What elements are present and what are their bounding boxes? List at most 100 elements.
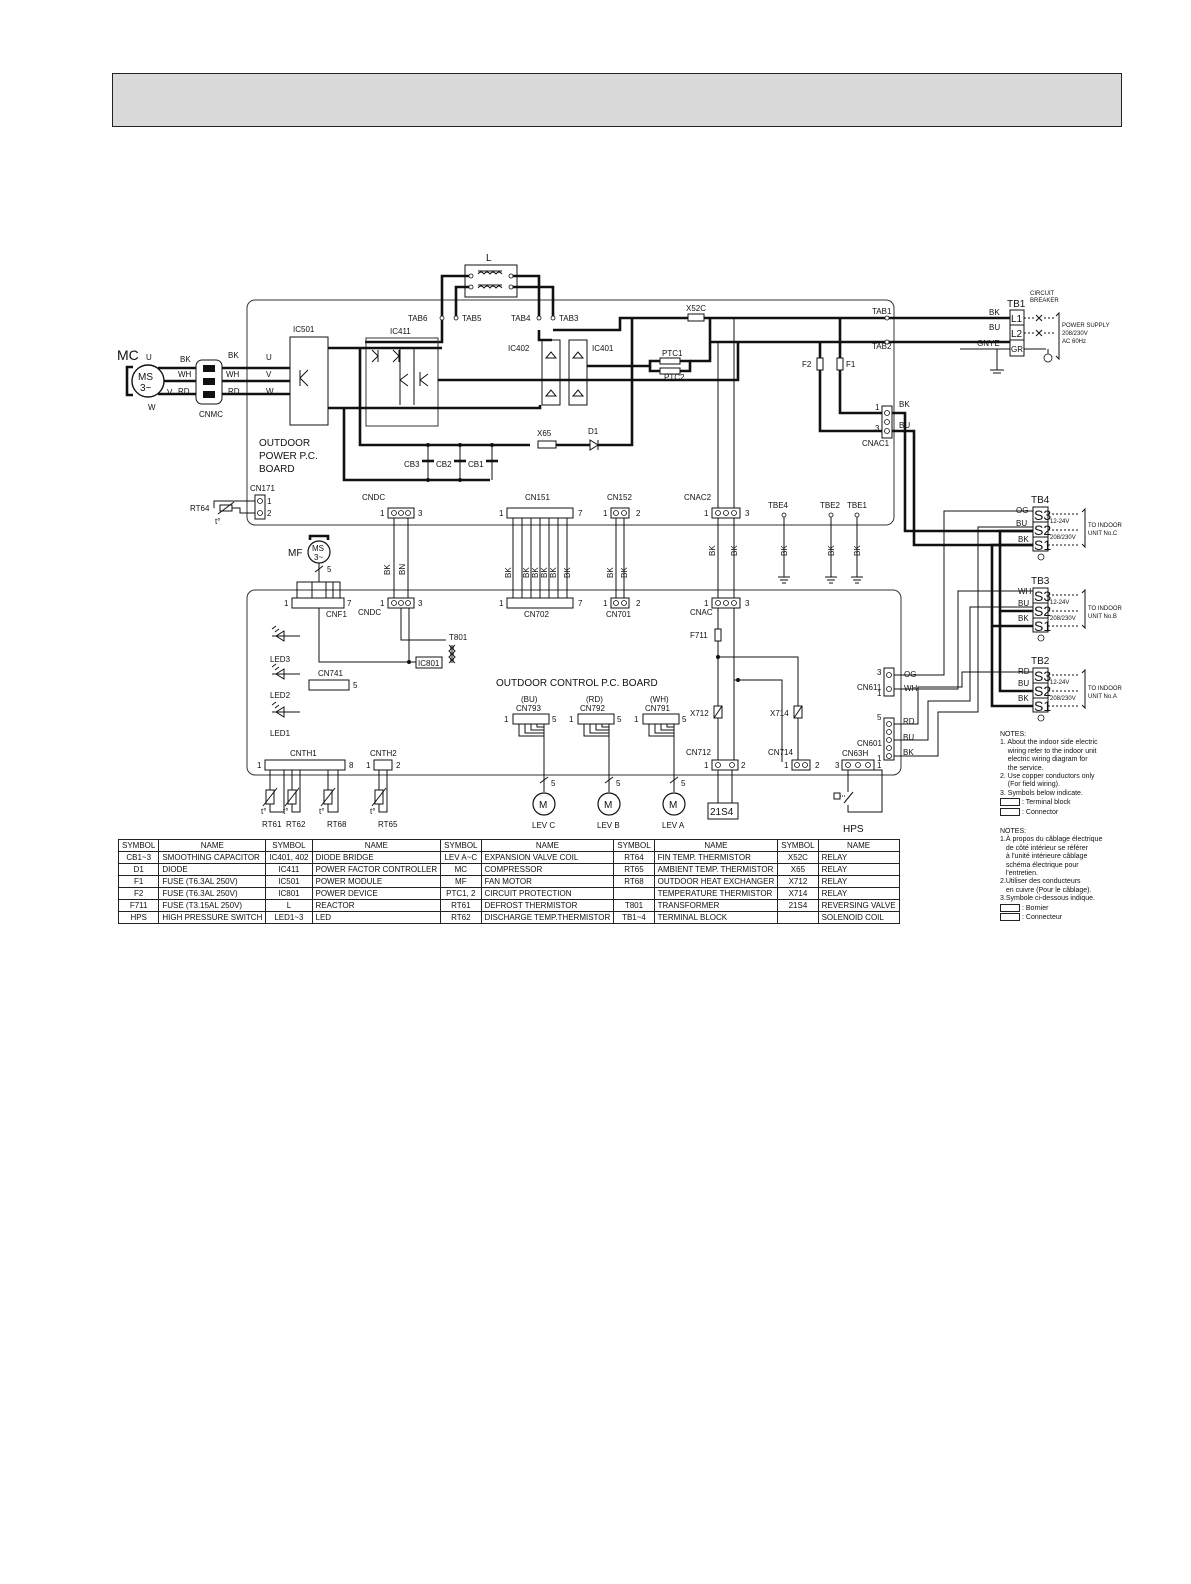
label-wh: WH <box>1018 587 1032 596</box>
label-f2: F2 <box>802 360 812 369</box>
label-ps1: POWER SUPPLY <box>1062 323 1110 329</box>
notes-title: NOTES: <box>1000 828 1027 835</box>
label-cb3: CB3 <box>404 460 420 469</box>
label-rt61: RT61 <box>262 820 282 829</box>
legend-symbol-cell: IC801 <box>265 887 313 900</box>
label-n1: 1 <box>877 689 882 698</box>
label-bk: BK <box>180 355 191 364</box>
legend-name-cell: DIODE <box>158 863 267 876</box>
legend-symbol-cell: PTC1, 2 <box>440 887 482 900</box>
label-rd-p: (RD) <box>586 695 603 704</box>
legend-symbol-cell: F711 <box>117 899 160 912</box>
note-line: en cuivre (Pour le câblage). <box>1000 886 1092 894</box>
label-to-indoor: TO INDOOR <box>1088 523 1123 529</box>
label-cn151: CN151 <box>525 493 550 502</box>
label-ptc2: PTC2 <box>664 373 685 382</box>
label-u: U <box>266 353 272 362</box>
label-cndc: CNDC <box>362 493 385 502</box>
label-v: V <box>167 388 173 397</box>
note-line: l'entretien. <box>1000 870 1038 878</box>
label-cnf1: CNF1 <box>326 610 347 619</box>
label-bk: BK <box>549 567 558 578</box>
tb3-terminal-block: TB3 S3 S2 S1 WH BU BK 12-24V 208/230V TO… <box>1018 576 1123 642</box>
label-t0: t° <box>215 517 220 526</box>
header-band <box>112 73 1122 127</box>
ic501-power-module <box>289 336 329 426</box>
label-bk: BK <box>383 564 392 575</box>
label-cn601: CN601 <box>857 739 882 748</box>
label-tab6: TAB6 <box>408 314 428 323</box>
label-rt64: RT64 <box>190 504 210 513</box>
label-bk: BK <box>827 545 836 556</box>
notes-title: NOTES: <box>1000 731 1027 738</box>
legend-header-cell: NAME <box>158 839 267 852</box>
legend-header-cell: NAME <box>311 839 442 852</box>
label-n2: 2 <box>815 761 820 770</box>
label-bk: BK <box>228 351 239 360</box>
label-l1: L1 <box>1011 314 1023 325</box>
label-n1: 1 <box>284 599 289 608</box>
legend-name-cell: FUSE (T6.3AL 250V) <box>158 875 267 888</box>
legend-symbol-cell: RT61 <box>440 899 482 912</box>
label-n5: 5 <box>617 715 622 724</box>
label-bk: BK <box>708 545 717 556</box>
label-n5: 5 <box>877 713 882 722</box>
capacitors: CB3 CB2 CB1 <box>404 443 498 482</box>
label-to-indoor: TO INDOOR <box>1088 606 1123 612</box>
legend-symbol-cell <box>613 887 655 900</box>
label-ms3: MS <box>138 372 153 383</box>
note-line: wiring refer to the indoor unit <box>1000 747 1097 755</box>
label-cn152: CN152 <box>607 493 632 502</box>
note-line: 2.Utiliser des conducteurs <box>1000 878 1081 886</box>
cn151-cn702-wires: BK BK BK BK BK BK <box>504 518 572 598</box>
label-cn702: CN702 <box>524 610 549 619</box>
legend-header-cell: SYMBOL <box>777 839 819 852</box>
tb4-terminal-block: TB4 S3 S2 S1 OG BU BK 12-24V 208/230V TO… <box>1016 495 1123 561</box>
legend-header-cell: NAME <box>817 839 900 852</box>
label-n1: 1 <box>380 599 385 608</box>
legend-name-cell: HIGH PRESSURE SWITCH <box>158 911 267 924</box>
legend-symbol-cell: X714 <box>777 887 819 900</box>
label-ms3b: 3~ <box>140 383 152 394</box>
note-line: 3.Symbole ci-dessous indique. <box>1000 895 1095 903</box>
terminal-block-icon <box>1000 798 1020 807</box>
label-ps3: AC 60Hz <box>1062 339 1086 345</box>
legend-symbol-cell: IC401, 402 <box>265 851 313 864</box>
label-bu: BU <box>903 733 914 742</box>
legend-name-cell: COMPRESSOR <box>480 863 615 876</box>
label-rd: RD <box>228 387 240 396</box>
label-lev-a: LEV A <box>662 821 685 830</box>
label-rt62: RT62 <box>286 820 306 829</box>
label-hps: HPS <box>843 824 864 835</box>
label-n1: 1 <box>504 715 509 724</box>
label-bk: BK <box>899 400 910 409</box>
label-board3: BOARD <box>259 464 295 475</box>
label-cnth1: CNTH1 <box>290 749 317 758</box>
legend-symbol-cell: L <box>265 899 313 912</box>
label-cn701: CN701 <box>606 610 631 619</box>
legend-name-cell: FAN MOTOR <box>480 875 615 888</box>
label-unit-a: UNIT No.A <box>1088 694 1117 700</box>
label-n1: 1 <box>603 509 608 518</box>
note-line: de côté intérieur se référer <box>1000 844 1088 852</box>
label-cn611: CN611 <box>857 683 882 692</box>
label-unit-c: UNIT No.C <box>1088 531 1118 537</box>
label-n5: 5 <box>327 565 332 574</box>
label-s1: S1 <box>1034 618 1051 634</box>
label-s3: S3 <box>1034 588 1051 604</box>
label-n2: 2 <box>396 761 401 770</box>
label-bk: BK <box>620 567 629 578</box>
label-n7: 7 <box>578 599 583 608</box>
label-n3: 3 <box>745 509 750 518</box>
lev-coils: 5 M LEV C 5 M LEV B 5 M LEV A <box>532 740 686 830</box>
label-cn171: CN171 <box>250 484 275 493</box>
label-cnac1: CNAC1 <box>862 439 890 448</box>
label-tb2: TB2 <box>1031 656 1050 667</box>
legend-name-cell: AMBIENT TEMP. THERMISTOR <box>653 863 779 876</box>
label-cn792: CN792 <box>580 704 605 713</box>
legend-symbol-cell: LEV A~C <box>440 851 482 864</box>
label-og: OG <box>1016 506 1028 515</box>
label-unit-b: UNIT No.B <box>1088 614 1117 620</box>
label-cndc: CNDC <box>358 608 381 617</box>
